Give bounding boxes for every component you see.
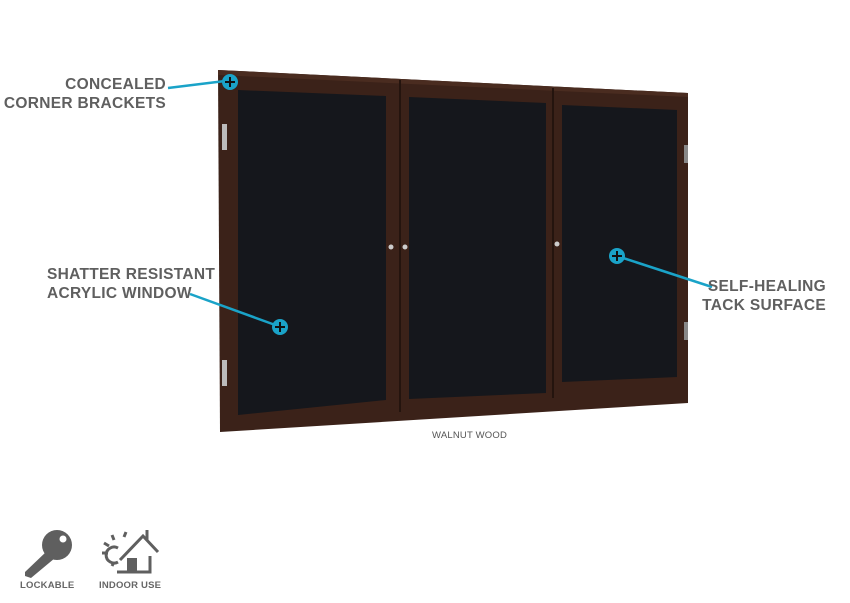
indoor-house-icon (102, 530, 160, 574)
hinge (222, 360, 227, 386)
hinge (684, 145, 688, 163)
callout-line: ACRYLIC WINDOW (47, 285, 192, 302)
tack-panel-left (238, 90, 386, 415)
callout-corner-brackets: CONCEALED CORNER BRACKETS (4, 75, 166, 113)
finish-caption: WALNUT WOOD (432, 430, 508, 441)
callout-tack-surface: SELF-HEALING TACK SURFACE (702, 277, 826, 315)
tack-panel-middle (409, 97, 546, 399)
callout-line: CONCEALED (65, 76, 166, 93)
hinge (222, 124, 227, 150)
lock (388, 244, 394, 250)
hinge (684, 322, 688, 340)
feature-label-indoor-use: INDOOR USE (99, 580, 162, 591)
tack-panel-right (562, 105, 677, 382)
plus-marker-icon (222, 74, 238, 90)
callout-acrylic-window: SHATTER RESISTANT ACRYLIC WINDOW (47, 265, 215, 303)
callout-line: TACK SURFACE (702, 297, 826, 314)
callout-line: SHATTER RESISTANT (47, 266, 216, 283)
lock (554, 241, 560, 247)
callout-line: SELF-HEALING (707, 278, 826, 295)
plus-marker-icon (609, 248, 625, 264)
plus-marker-icon (272, 319, 288, 335)
key-icon (25, 530, 72, 578)
callout-line: CORNER BRACKETS (3, 95, 166, 112)
lock (402, 244, 408, 250)
feature-label-lockable: LOCKABLE (20, 580, 75, 591)
